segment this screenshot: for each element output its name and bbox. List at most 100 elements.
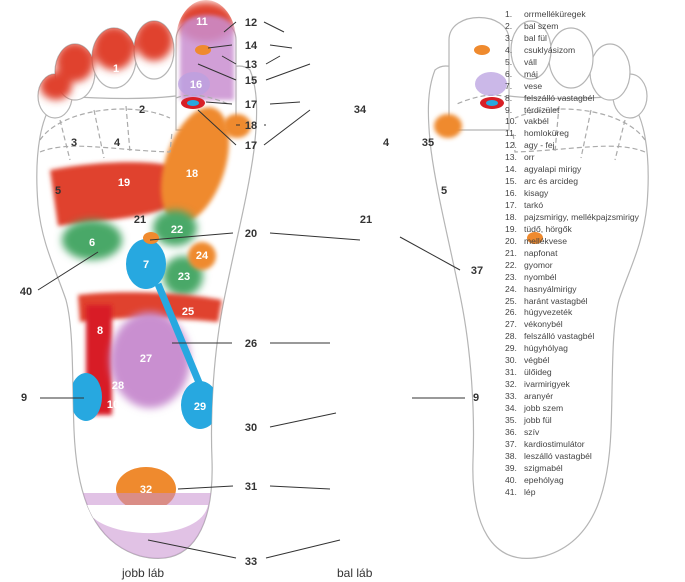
legend-item: 27.vékonybél: [505, 319, 683, 331]
legend-item-text: tüdő, hörgők: [524, 224, 572, 234]
label-4-left: 4: [383, 137, 390, 149]
label-19-left: 19: [378, 177, 390, 189]
legend-item: 34.jobb szem: [505, 403, 683, 415]
legend-item: 20.mellékvese: [505, 236, 683, 248]
legend-item: 40.epehólyag: [505, 475, 683, 487]
label-22-right: 22: [171, 224, 183, 236]
legend-item: 2.bal szem: [505, 21, 683, 33]
legend-item-text: kardiostimulátor: [524, 439, 585, 449]
legend-item: 12.agy - fej: [505, 140, 683, 152]
legend-item-text: bal szem: [524, 21, 558, 31]
legend-item-text: tarkó: [524, 200, 543, 210]
label-4-right: 4: [114, 137, 121, 149]
legend-item-number: 37.: [505, 439, 524, 451]
legend-item-number: 25.: [505, 296, 524, 308]
legend-item-text: gyomor: [524, 260, 553, 270]
legend-item-number: 8.: [505, 93, 524, 105]
label-5-right: 5: [55, 185, 61, 197]
label-9-right: 9: [21, 392, 27, 404]
label-18-right: 18: [186, 168, 198, 180]
label-25-left: 25: [313, 306, 325, 318]
legend-item: 24.hasnyálmirigy: [505, 284, 683, 296]
legend-item: 30.végbél: [505, 355, 683, 367]
legend-item: 11.homloküreg: [505, 128, 683, 140]
label-32-left: 32: [349, 484, 361, 496]
label-23-left: 23: [312, 246, 324, 258]
legend-item-number: 4.: [505, 45, 524, 57]
legend-item: 36.szív: [505, 427, 683, 439]
legend-item-number: 2.: [505, 21, 524, 33]
legend-item: 8.felszálló vastagbél: [505, 93, 683, 105]
legend-item: 17.tarkó: [505, 200, 683, 212]
legend-item: 4.csuklyásizom: [505, 45, 683, 57]
legend-item-text: ülőideg: [524, 367, 552, 377]
legend-item-text: húgyvezeték: [524, 307, 572, 317]
legend-item-number: 34.: [505, 403, 524, 415]
label-27-left: 27: [354, 353, 366, 365]
legend-item: 13.orr: [505, 152, 683, 164]
legend-item-number: 40.: [505, 475, 524, 487]
label-29-right: 29: [194, 401, 206, 413]
label-18-left: 18: [295, 168, 307, 180]
legend-item: 39.szigmabél: [505, 463, 683, 475]
legend-item-text: orr: [524, 152, 535, 162]
label-6: 6: [89, 237, 95, 249]
legend-item: 33.aranyér: [505, 391, 683, 403]
right-foot-caption: jobb láb: [122, 566, 164, 580]
label-11-right: 11: [196, 16, 208, 28]
label-15: 15: [245, 75, 257, 87]
legend-item-text: arc és arcideg: [524, 176, 578, 186]
legend-item-text: nyombél: [524, 272, 556, 282]
legend-item: 37.kardiostimulátor: [505, 439, 683, 451]
legend-item-text: felszálló vastagbél: [524, 331, 594, 341]
legend-item-number: 35.: [505, 415, 524, 427]
label-32-right: 32: [140, 484, 152, 496]
label-10: 10: [107, 399, 119, 411]
label-1-right: 1: [113, 63, 119, 75]
label-33: 33: [245, 556, 257, 568]
legend-item: 3.bal fül: [505, 33, 683, 45]
label-23-right: 23: [178, 271, 190, 283]
label-16-left: 16: [298, 79, 310, 91]
label-16-right: 16: [190, 79, 202, 91]
legend-item-number: 30.: [505, 355, 524, 367]
legend-item: 5.váll: [505, 57, 683, 69]
label-27-right: 27: [140, 353, 152, 365]
label-36: 36: [407, 220, 419, 232]
legend-item-number: 9.: [505, 105, 524, 117]
label-34: 34: [354, 104, 367, 116]
label-20: 20: [245, 228, 257, 240]
legend-item-text: leszálló vastagbél: [524, 451, 592, 461]
label-31: 31: [245, 481, 257, 493]
legend-item-text: térdízület: [524, 105, 559, 115]
legend-item-text: felszálló vastagbél: [524, 93, 594, 103]
legend-item-number: 3.: [505, 33, 524, 45]
legend-item-number: 22.: [505, 260, 524, 272]
legend-item-number: 23.: [505, 272, 524, 284]
legend-item-number: 21.: [505, 248, 524, 260]
legend-item: 1.orrmelléküregek: [505, 9, 683, 21]
label-40: 40: [20, 286, 32, 298]
legend-item-text: kisagy: [524, 188, 548, 198]
legend-item-number: 12.: [505, 140, 524, 152]
legend-item-number: 7.: [505, 81, 524, 93]
label-14: 14: [245, 40, 258, 52]
right-foot: [37, 2, 257, 561]
legend-item: 15.arc és arcideg: [505, 176, 683, 188]
legend-item-text: aranyér: [524, 391, 553, 401]
legend-item-text: máj: [524, 69, 538, 79]
legend-item-number: 14.: [505, 164, 524, 176]
legend-item-number: 28.: [505, 331, 524, 343]
legend-item-text: vékonybél: [524, 319, 563, 329]
label-24-left: 24: [310, 263, 323, 275]
legend-item-text: agyalapi mirigy: [524, 164, 581, 174]
legend-item-text: szigmabél: [524, 463, 563, 473]
label-13: 13: [245, 59, 257, 71]
legend-item: 18.pajzsmirigy, mellékpajzsmirigy: [505, 212, 683, 224]
label-29-left: 29: [296, 401, 308, 413]
legend-item-text: végbél: [524, 355, 549, 365]
legend-item: 38.leszálló vastagbél: [505, 451, 683, 463]
legend-item: 41.lép: [505, 487, 683, 499]
legend-item: 6.máj: [505, 69, 683, 81]
